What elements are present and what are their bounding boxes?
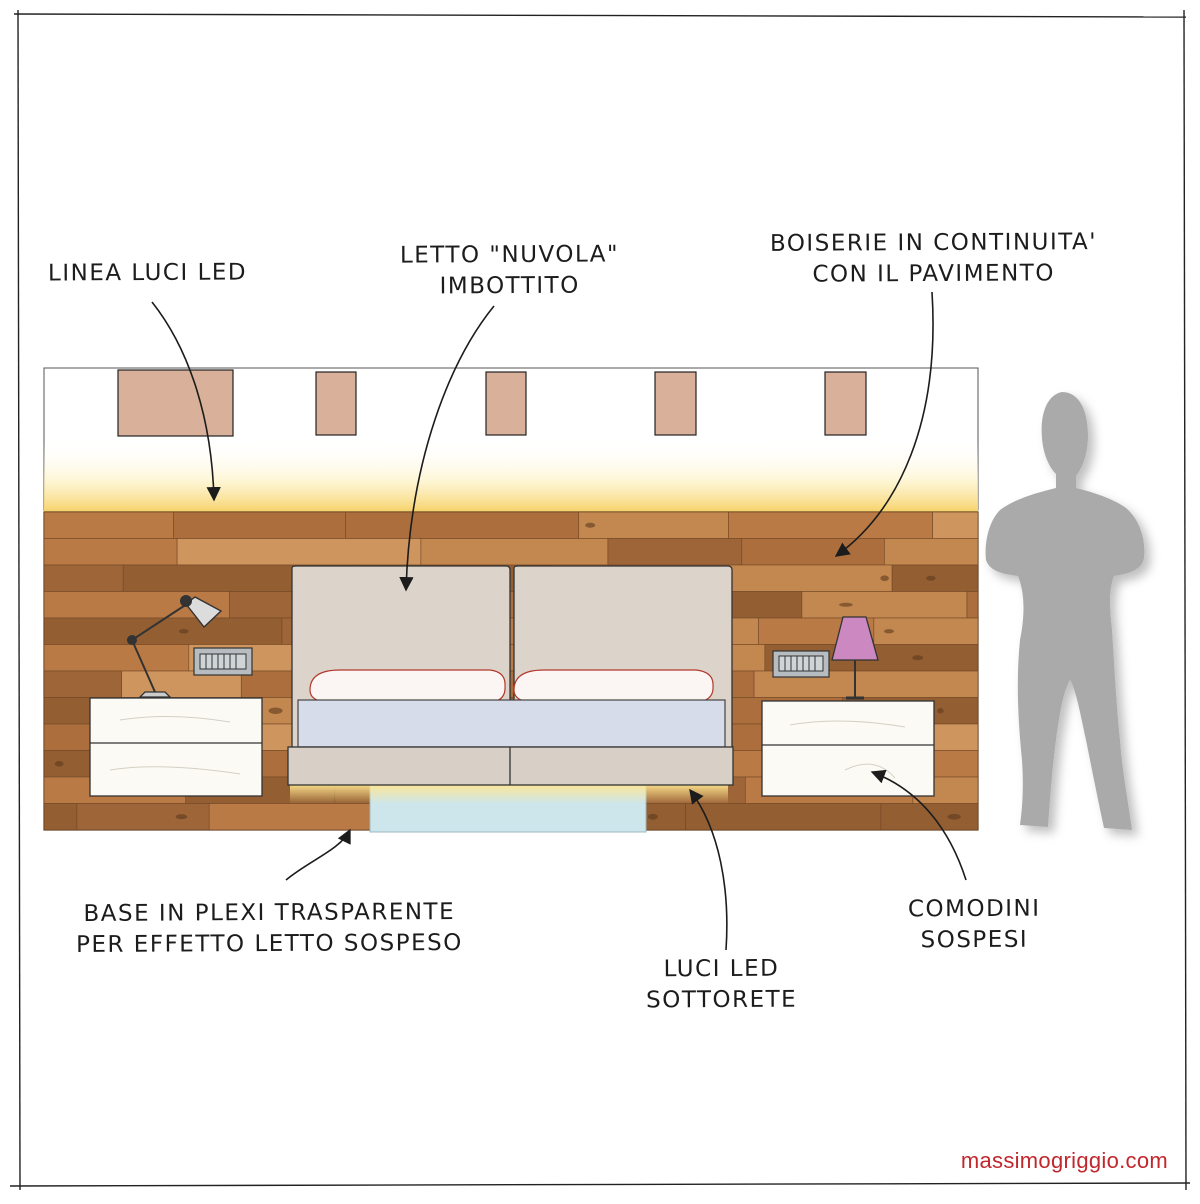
wood-knot (175, 814, 188, 820)
table-lamp-icon (831, 616, 879, 700)
wood-knot (926, 575, 936, 581)
right-nightstand (761, 700, 935, 797)
wood-plank (880, 803, 979, 831)
wood-plank (43, 617, 283, 645)
label-text: IMBOTTITO (439, 272, 580, 300)
under-bed-led-glow (290, 784, 728, 804)
wood-knot (178, 628, 189, 634)
label-text: BASE IN PLEXI TRASPARENTE (83, 899, 456, 927)
wood-plank (76, 803, 210, 831)
led-glow-band (44, 440, 978, 512)
label-text: SOTTORETE (646, 986, 798, 1014)
wood-plank (932, 511, 979, 539)
label-luci-led-sottorete: LUCI LED SOTTORETE (646, 954, 797, 1017)
wood-knot (839, 602, 853, 607)
wood-plank (43, 670, 122, 698)
label-text: BOISERIE IN CONTINUITA' (769, 229, 1098, 257)
wood-plank (173, 511, 347, 539)
wood-plank (578, 511, 729, 539)
wood-plank (43, 564, 124, 592)
wood-plank (724, 564, 893, 592)
wood-knot (585, 522, 596, 528)
wood-plank (420, 538, 609, 566)
wood-plank (176, 538, 422, 566)
wood-plank (884, 538, 979, 566)
wood-plank (685, 803, 882, 831)
pillows (309, 669, 714, 703)
wood-plank (208, 803, 402, 831)
wood-knot (268, 707, 283, 715)
mattress (297, 699, 726, 748)
wood-knot (880, 575, 889, 582)
wood-knot (54, 760, 64, 767)
label-text: PER EFFETTO LETTO SOSPESO (76, 929, 463, 959)
wood-plank (345, 511, 580, 539)
wood-plank (607, 538, 743, 566)
site-credit[interactable]: massimogriggio.com (960, 1148, 1168, 1173)
label-comodini-sospesi: COMODINI SOSPESI (908, 894, 1041, 957)
annotation-arrows (151, 291, 967, 951)
wood-plank (43, 644, 190, 672)
label-text: CON IL PAVIMENTO (812, 260, 1055, 288)
label-text: LETTO "NUVOLA" (399, 241, 620, 269)
wood-plank (43, 511, 174, 539)
wood-knot (647, 813, 658, 820)
label-text: LINEA LUCI LED (47, 259, 248, 287)
wood-knot (947, 813, 961, 820)
label-letto-nuvola: LETTO "NUVOLA" IMBOTTITO (400, 239, 619, 302)
wood-knot (937, 708, 944, 714)
wood-plank (43, 803, 78, 831)
wood-plank (728, 511, 933, 539)
person-silhouette-icon (985, 392, 1145, 830)
wood-plank (741, 538, 885, 566)
wood-knot (912, 655, 924, 661)
wall-switch-icon (193, 647, 253, 676)
bed-frame (287, 746, 734, 786)
label-linea-luci-led: LINEA LUCI LED (48, 257, 247, 289)
label-text: COMODINI (907, 895, 1041, 923)
label-text: LUCI LED (663, 955, 780, 983)
left-nightstand (89, 697, 263, 797)
high-windows (117, 369, 867, 437)
wall-switch-icon (772, 650, 830, 678)
label-base-plexi: BASE IN PLEXI TRASPARENTE PER EFFETTO LE… (76, 897, 463, 961)
wood-knot (884, 629, 894, 634)
wood-plank (801, 591, 968, 619)
wood-plank (43, 538, 178, 566)
label-boiserie: BOISERIE IN CONTINUITA' CON IL PAVIMENTO (770, 227, 1097, 291)
sheet-frame (9, 9, 1191, 1191)
label-text: SOSPESI (920, 926, 1029, 954)
desk-lamp-icon (127, 595, 223, 698)
wood-plank (966, 591, 979, 619)
